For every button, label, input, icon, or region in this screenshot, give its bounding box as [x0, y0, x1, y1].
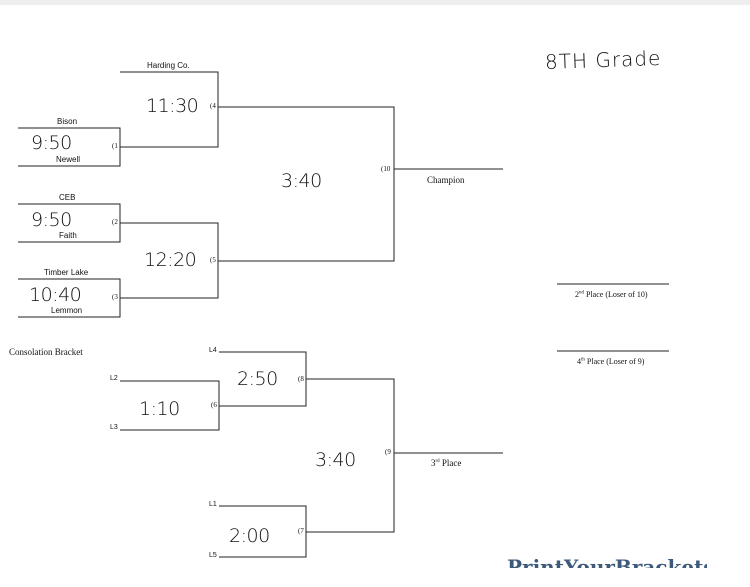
loser-l5: L5	[209, 552, 217, 559]
time-game-6: 1:10	[139, 398, 180, 420]
loser-l3: L3	[110, 424, 118, 431]
game-9-lines	[306, 378, 395, 533]
watermark-logo: PrintYourBrackets	[507, 556, 707, 568]
time-game-5: 12:20	[144, 249, 197, 271]
consolation-bracket-title: Consolation Bracket	[9, 347, 83, 357]
scan-edge-shade	[0, 0, 750, 5]
loser-l1: L1	[209, 501, 217, 508]
time-game-2: 9:50	[31, 209, 72, 231]
game-number-10: (10	[381, 165, 391, 173]
time-game-4: 11:30	[146, 95, 199, 117]
game-number-1: (1	[112, 142, 118, 150]
time-game-7: 2:00	[229, 525, 270, 547]
team-lemmon: Lemmon	[51, 306, 83, 315]
game-number-3: (3	[112, 293, 118, 301]
time-game-1: 9:50	[31, 132, 72, 154]
time-game-10: 3:40	[281, 170, 322, 192]
time-game-9: 3:40	[315, 449, 356, 471]
team-newell: Newell	[56, 155, 81, 164]
team-timber-lake: Timber Lake	[44, 268, 89, 277]
loser-l2: L2	[110, 375, 118, 382]
second-place-label: 2nd Place (Loser of 10)	[575, 290, 648, 299]
game-number-4: (4	[210, 102, 216, 110]
team-ceb: CEB	[59, 193, 76, 202]
game-number-5: (5	[210, 256, 216, 264]
fourth-place-label: 4th Place (Loser of 9)	[577, 357, 645, 366]
team-harding: Harding Co.	[147, 61, 190, 70]
team-faith: Faith	[59, 231, 77, 240]
team-bison: Bison	[57, 117, 78, 126]
champion-label: Champion	[427, 175, 465, 185]
game-number-6: (6	[211, 401, 217, 409]
game-number-9: (9	[385, 448, 391, 456]
watermark-clip: PrintYourBrackets	[507, 556, 707, 568]
time-game-3: 10:40	[29, 284, 82, 306]
time-game-8: 2:50	[237, 368, 278, 390]
game-10-lines	[218, 106, 395, 262]
game-number-7: (7	[298, 527, 304, 535]
game-number-8: (8	[298, 375, 304, 383]
game-4-lines	[120, 71, 219, 148]
game-number-2: (2	[112, 218, 118, 226]
third-place-label: 3rd Place	[431, 458, 462, 468]
loser-l4: L4	[209, 347, 217, 354]
grade-heading: 8TH Grade	[544, 45, 662, 75]
